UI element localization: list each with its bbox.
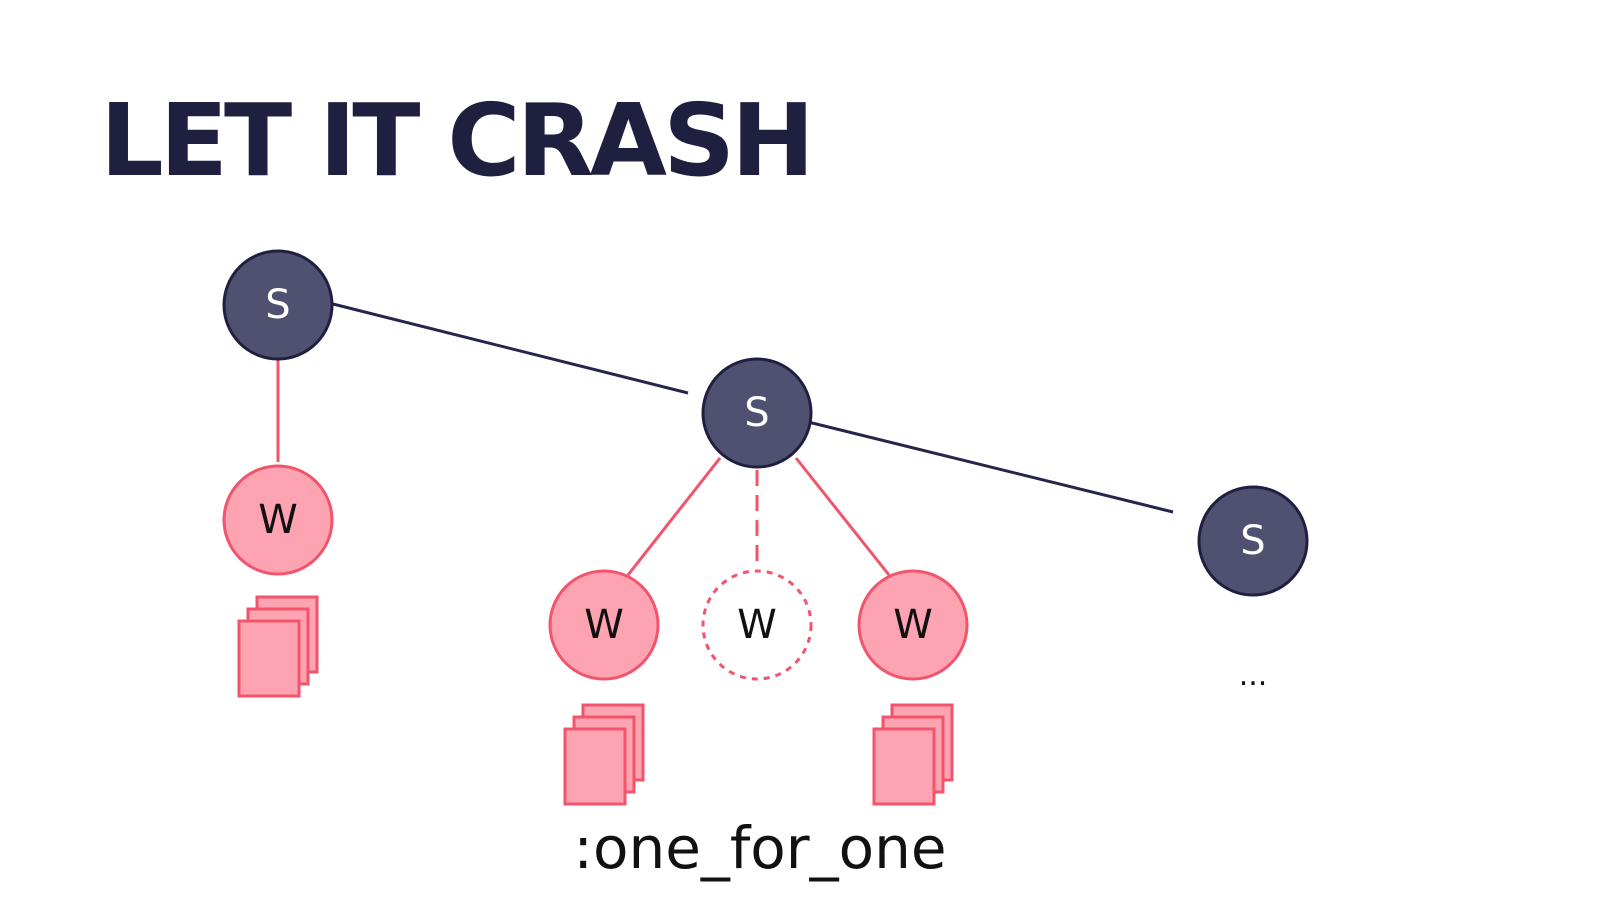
document-stack-icon <box>872 703 954 806</box>
edge-s2-w2 <box>626 457 722 576</box>
supervisor-node-middle-label: S <box>744 390 769 436</box>
worker-node-left: W <box>222 464 334 576</box>
supervisor-node-right-label: S <box>1240 518 1265 564</box>
document-stack-icon <box>563 703 645 806</box>
more-children-ellipsis: ... <box>1239 658 1268 693</box>
restart-strategy-label: :one_for_one <box>573 814 946 882</box>
worker-node-middle-3: W <box>857 569 969 681</box>
worker-node-left-label: W <box>258 497 298 543</box>
document-stack-icon <box>237 595 319 698</box>
supervisor-node-root-label: S <box>265 282 290 328</box>
worker-node-middle-3-label: W <box>893 602 933 648</box>
supervisor-node-root: S <box>222 249 334 361</box>
worker-node-middle-1-label: W <box>584 602 624 648</box>
supervisor-node-right: S <box>1197 485 1309 597</box>
slide-title: LET IT CRASH <box>100 82 811 199</box>
supervisor-node-middle: S <box>701 357 813 469</box>
edge-s2-w4 <box>794 457 891 576</box>
edge-s1-s2 <box>324 300 689 395</box>
worker-node-middle-1: W <box>548 569 660 681</box>
edge-s2-s3 <box>791 416 1174 514</box>
edges <box>276 300 1174 576</box>
worker-node-crashed: W <box>701 569 813 681</box>
worker-node-crashed-label: W <box>737 602 777 648</box>
